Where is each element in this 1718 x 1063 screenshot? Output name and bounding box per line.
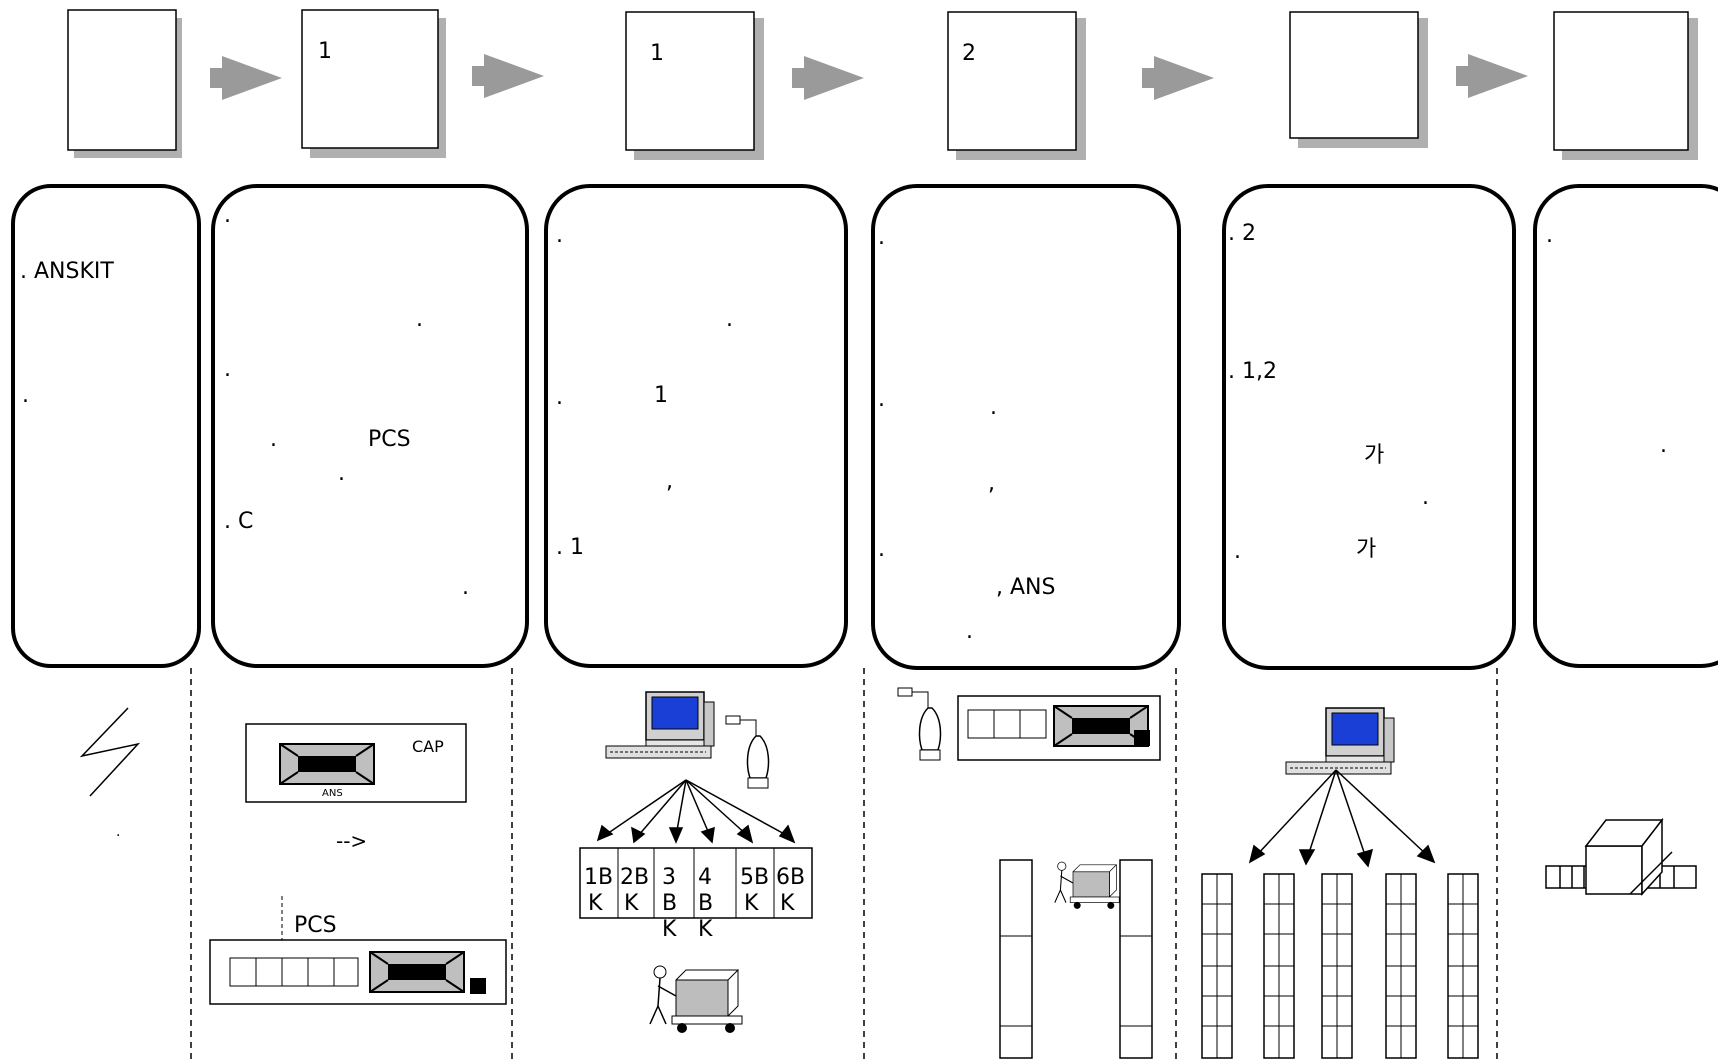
step-box-4-label: 2 — [962, 41, 976, 66]
flow-arrow-1 — [210, 56, 282, 100]
panel-3 — [544, 184, 848, 668]
flow-arrow-2 — [472, 54, 544, 98]
bin-row — [579, 847, 813, 919]
bin-1-bot: K — [588, 891, 603, 916]
panel-4-text-7: . — [966, 619, 973, 644]
panel-4-text-2: . — [878, 387, 885, 412]
box-on-conveyor-icon — [1545, 817, 1697, 896]
panel-1-text-2: . ANSKIT — [20, 259, 114, 284]
storage-racks — [1201, 873, 1479, 1059]
bin-3-top: 3 — [662, 865, 676, 890]
description-panels — [11, 184, 1718, 670]
scanner-device-station — [897, 687, 1161, 761]
panel-1 — [11, 184, 201, 668]
step-box-2 — [301, 9, 439, 149]
pcs-device: PCS — [209, 896, 507, 1005]
rack-arrows — [1248, 769, 1436, 868]
panel-2 — [211, 184, 529, 668]
panel-2-text-6: . — [338, 461, 345, 486]
computer-icon — [1285, 707, 1395, 775]
cap-device: CAP ANS — [245, 723, 467, 803]
bin-3-extra: K — [662, 917, 677, 942]
panel-5-text-3: 가 — [1364, 443, 1384, 468]
step-box-6 — [1553, 11, 1689, 151]
shelf-left — [999, 859, 1033, 1059]
panel-4-text-4: , — [988, 471, 995, 496]
ans-small-label: ANS — [322, 788, 343, 799]
panel-3-text-4: 1 — [654, 383, 668, 408]
flow-arrow-4 — [1142, 56, 1214, 100]
panel-4-text-6: , ANS — [996, 575, 1055, 600]
bin-2-bot: K — [624, 891, 639, 916]
bin-4-top: 4 — [698, 865, 712, 890]
step-box-5 — [1289, 11, 1419, 139]
worker-cart-icon — [649, 965, 743, 1034]
bin-4-bot: B — [698, 891, 713, 916]
panel-3-text-3: . — [556, 385, 563, 410]
panel-4-text-5: . — [878, 537, 885, 562]
lightning-icon: . — [79, 707, 141, 840]
bin-3-bot: B — [662, 891, 677, 916]
panel-2-text-8: . — [462, 575, 469, 600]
panel-3-text-1: . — [556, 223, 563, 248]
panel-5-text-4: . — [1422, 485, 1429, 510]
step-box-3 — [625, 11, 755, 151]
panel-2-text-1: . — [224, 203, 231, 228]
panel-5-text-2: . 1,2 — [1228, 359, 1277, 384]
panel-6-text-2: . — [1660, 433, 1667, 458]
step-box-4 — [947, 11, 1077, 151]
panel-2-text-4: . — [270, 427, 277, 452]
bin-4-extra: K — [698, 917, 713, 942]
panel-5 — [1222, 184, 1516, 670]
step1-dot: . — [116, 824, 120, 840]
panel-2-text-7: . C — [224, 509, 253, 534]
bin-arrows — [596, 779, 796, 844]
cap-label: CAP — [412, 737, 444, 756]
flow-arrow-5 — [1456, 54, 1528, 98]
panel-6 — [1533, 184, 1718, 668]
panel-4-text-3: . — [990, 395, 997, 420]
step-boxes: 1 1 2 — [67, 9, 1698, 160]
step-box-2-label: 1 — [318, 39, 332, 64]
bin-5-bot: K — [744, 891, 759, 916]
bin-6-top: 6B — [776, 865, 805, 890]
panel-3-text-5: , — [666, 469, 673, 494]
pcs-label: PCS — [294, 913, 337, 938]
worker-cart-icon-2 — [1054, 861, 1120, 910]
panel-5-text-1: . 2 — [1228, 221, 1256, 246]
shelf-right — [1119, 859, 1153, 1059]
panel-texts: . ANSKIT . . . . . PCS . . C . . . . 1 ,… — [20, 203, 1667, 644]
bin-6-bot: K — [780, 891, 795, 916]
panel-4 — [871, 184, 1181, 670]
panel-2-text-3: . — [224, 357, 231, 382]
panel-2-text-2: . — [416, 307, 423, 332]
panel-4-text-1: . — [878, 225, 885, 250]
bin-2-top: 2B — [620, 865, 649, 890]
panel-5-text-5: . — [1234, 539, 1241, 564]
panel-2-text-5: PCS — [368, 427, 411, 452]
bin-5-top: 5B — [740, 865, 769, 890]
panel-3-text-6: . 1 — [556, 535, 584, 560]
step-box-3-label: 1 — [650, 41, 664, 66]
bin-1-top: 1B — [584, 865, 613, 890]
flow-arrow-3 — [792, 56, 864, 100]
panel-1-text-3: . — [22, 383, 29, 408]
step-box-1 — [67, 9, 177, 151]
panel-3-text-2: . — [726, 307, 733, 332]
panel-5-text-6: 가 — [1356, 537, 1376, 562]
computer-with-scanner — [605, 691, 770, 789]
bin-labels: 1B K 2B K 3 B K 4 B K 5B K 6B K — [584, 865, 805, 942]
arrow-text: --> — [336, 829, 367, 853]
panel-6-text-1: . — [1546, 223, 1553, 248]
